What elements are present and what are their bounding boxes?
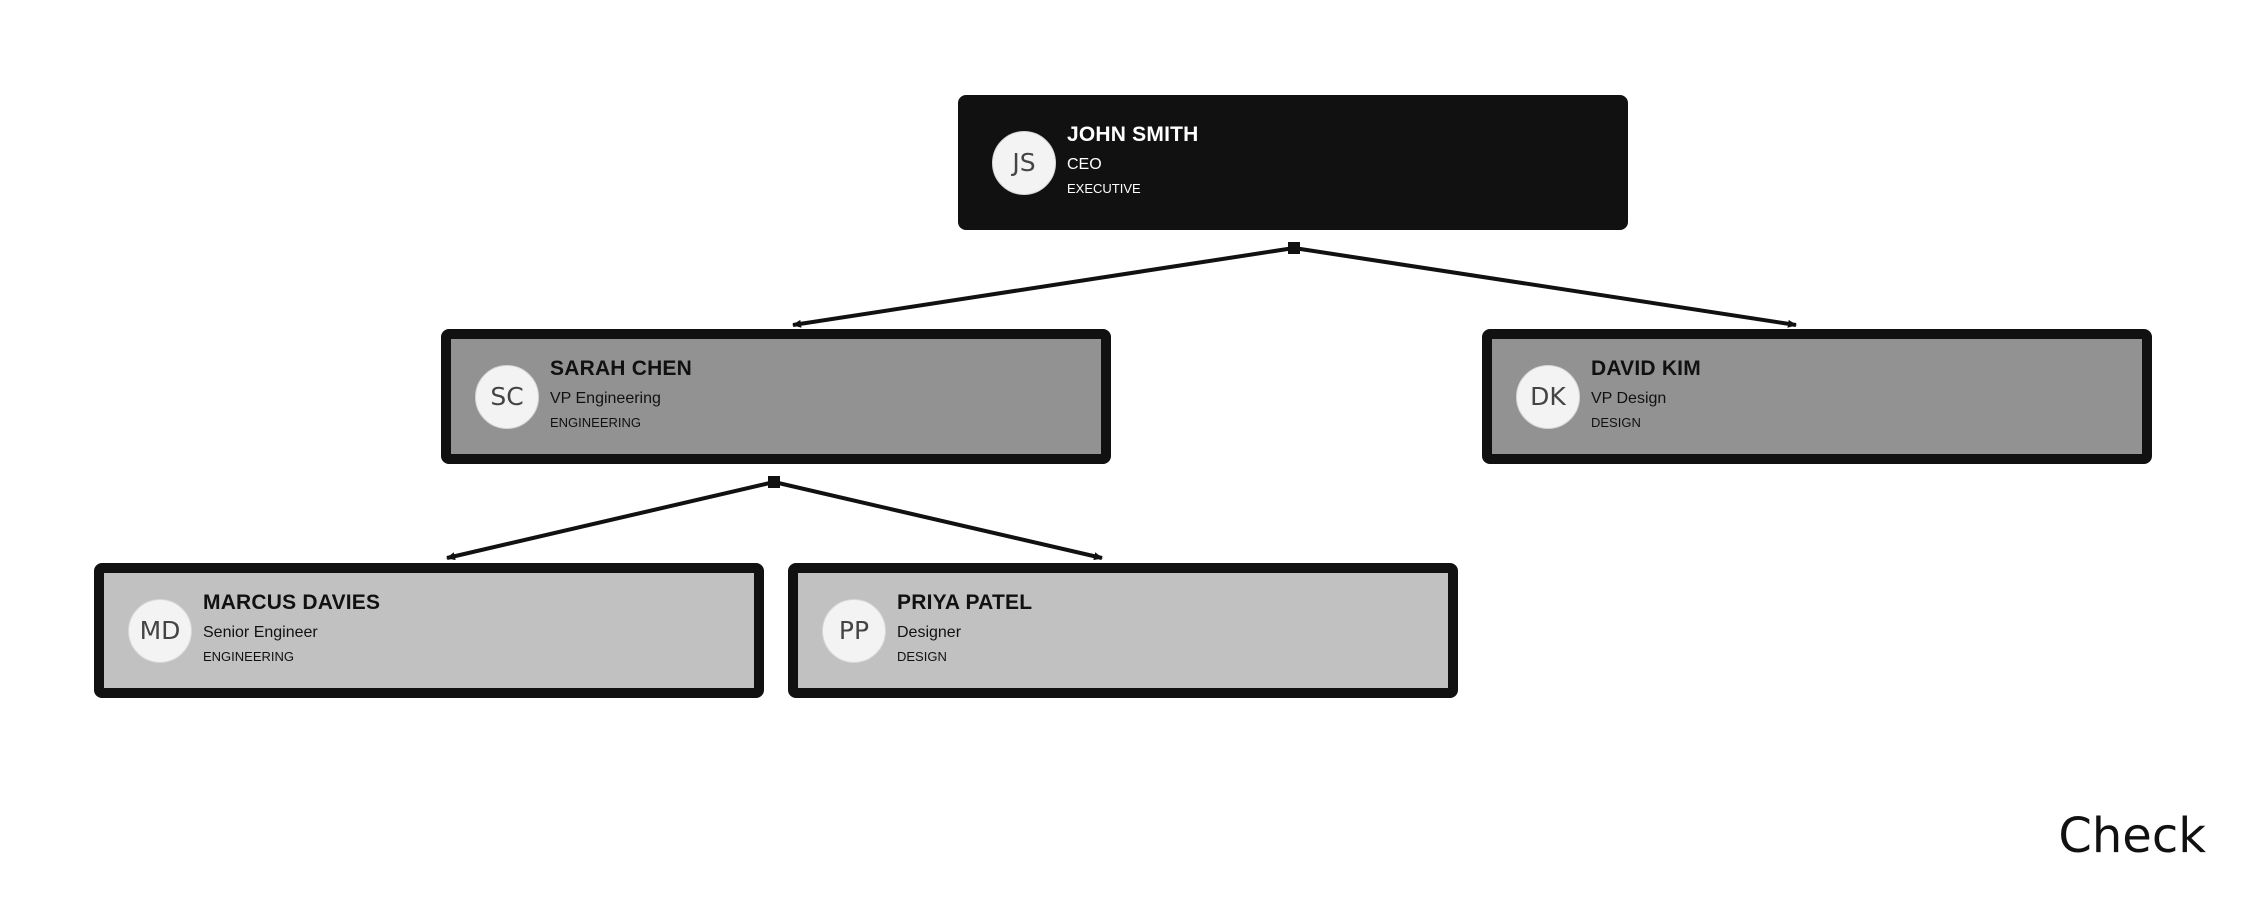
check-label: Check bbox=[2058, 808, 2206, 864]
node-department: ENGINEERING bbox=[203, 649, 295, 664]
node-info-sarah-chen: SARAH CHEN VP Engineering ENGINEERING bbox=[550, 357, 692, 430]
org-node-priya-patel[interactable]: PP PRIYA PATEL Designer DESIGN bbox=[788, 563, 1458, 698]
node-title: Designer bbox=[897, 624, 962, 641]
node-info-priya-patel: PRIYA PATEL Designer DESIGN bbox=[897, 591, 1032, 664]
org-node-david-kim[interactable]: DK DAVID KIM VP Design DESIGN bbox=[1482, 329, 2152, 464]
node-department: EXECUTIVE bbox=[1067, 181, 1141, 196]
node-department: DESIGN bbox=[1591, 415, 1641, 430]
node-name: MARCUS DAVIES bbox=[203, 591, 381, 614]
node-title: VP Engineering bbox=[550, 390, 661, 407]
org-node-sarah-chen[interactable]: SC SARAH CHEN VP Engineering ENGINEERING bbox=[441, 329, 1111, 464]
node-department: DESIGN bbox=[897, 649, 947, 664]
org-node-john-smith[interactable]: JS JOHN SMITH CEO EXECUTIVE bbox=[958, 95, 1628, 230]
node-title: CEO bbox=[1067, 156, 1102, 173]
node-info-david-kim: DAVID KIM VP Design DESIGN bbox=[1591, 357, 1701, 430]
node-title: VP Design bbox=[1591, 390, 1667, 407]
avatar-priya-patel: PP bbox=[822, 598, 886, 663]
node-title: Senior Engineer bbox=[203, 624, 318, 641]
connector-ceo-to-sarah-chen bbox=[792, 246, 1295, 328]
avatar-sarah-chen: SC bbox=[475, 364, 539, 429]
node-department: ENGINEERING bbox=[550, 415, 642, 430]
node-info-john-smith: JOHN SMITH CEO EXECUTIVE bbox=[1067, 123, 1199, 196]
avatar-david-kim: DK bbox=[1516, 364, 1580, 429]
org-node-marcus-davies[interactable]: MD MARCUS DAVIES Senior Engineer ENGINEE… bbox=[94, 563, 764, 698]
avatar-john-smith: JS bbox=[992, 130, 1056, 195]
node-name: SARAH CHEN bbox=[550, 357, 693, 380]
avatar-marcus-davies: MD bbox=[128, 598, 192, 663]
node-name: DAVID KIM bbox=[1591, 357, 1701, 380]
node-name: PRIYA PATEL bbox=[897, 591, 1033, 614]
connector-sarah-chen-to-marcus-davies bbox=[446, 480, 775, 561]
connector-ceo-to-david-kim bbox=[1293, 246, 1797, 328]
node-info-marcus-davies: MARCUS DAVIES Senior Engineer ENGINEERIN… bbox=[203, 591, 380, 664]
node-name: JOHN SMITH bbox=[1067, 123, 1199, 146]
connector-sarah-chen-to-priya-patel bbox=[773, 480, 1103, 561]
